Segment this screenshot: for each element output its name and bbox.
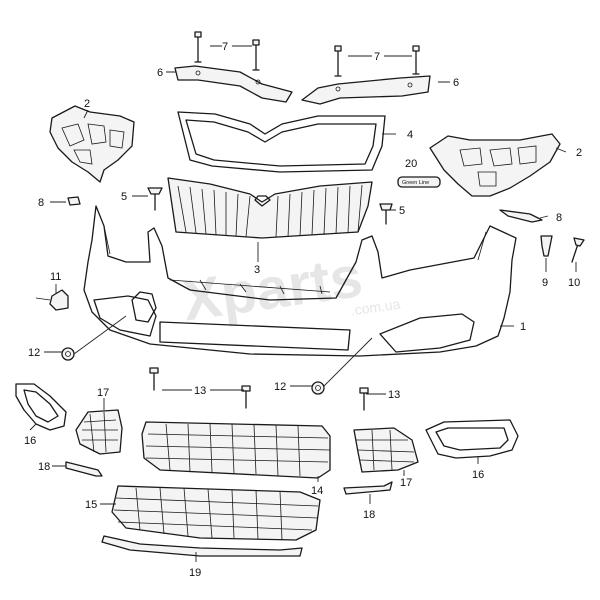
callout-8-right: 8 [556,212,562,224]
green-line-badge [397,176,441,188]
part-2-right-bracket [429,133,561,197]
part-18-trim-strips [65,461,393,495]
callout-3: 3 [254,264,260,276]
callout-5-left: 5 [121,191,127,203]
callout-6-left: 6 [157,67,163,79]
part-11-tow-cover [35,289,69,311]
callout-16-left: 16 [24,435,36,447]
part-10-screw [571,237,585,263]
part-17-left-grille [75,409,123,455]
part-16-right-frame [425,419,519,459]
callout-9: 9 [542,277,548,289]
callout-13-left: 13 [194,385,206,397]
part-4-grille-frame [177,111,386,173]
watermark-brand: Xparts [178,244,366,333]
callout-17-left: 17 [97,387,109,399]
callout-20: 20 [405,158,417,170]
watermark: Xparts .com.ua [178,244,402,333]
callout-6-right: 6 [453,77,459,89]
part-16-left-frame [15,383,67,431]
part-9-clip [540,235,553,257]
callout-10: 10 [568,277,580,289]
part-20-badge: Green Line [397,176,441,188]
callout-5-right: 5 [399,205,405,217]
part-8-clips [67,196,543,223]
part-15-lower-grille [111,485,321,541]
callout-12-left: 12 [28,347,40,359]
callout-2-right: 2 [576,147,582,159]
part-3-radiator-grille [167,177,373,239]
callout-13-right: 13 [388,389,400,401]
watermark-domain: .com.ua [350,296,402,319]
callout-11: 11 [50,271,61,283]
part-17-right-grille [353,427,419,473]
callout-15: 15 [85,499,97,511]
green-line-badge-text: Green Line [402,180,429,186]
callout-7-left: 7 [222,41,228,53]
callout-4: 4 [407,129,413,141]
part-7-bolts [194,31,420,77]
part-6-right-bracket [301,75,431,105]
callout-17-right: 17 [400,477,412,489]
callout-19: 19 [189,567,201,579]
callout-8-left: 8 [38,197,44,209]
callout-2-left: 2 [84,98,90,110]
part-1-bumper-cover [83,205,517,357]
callout-14: 14 [311,485,323,497]
part-14-center-grille [141,421,331,479]
callout-labels: 7 7 6 6 2 2 4 20 5 5 8 8 3 9 10 11 1 12 … [24,41,582,579]
callout-1: 1 [520,321,526,333]
leader-lines [29,45,577,562]
callout-16-right: 16 [472,469,484,481]
callout-7-right: 7 [374,51,380,63]
part-6-left-bracket [174,65,293,103]
callout-18-left: 18 [38,461,50,473]
callout-12-right: 12 [274,381,286,393]
part-2-left-bracket [49,105,135,183]
callout-18-right: 18 [363,509,375,521]
part-19-lower-trim [101,535,303,557]
